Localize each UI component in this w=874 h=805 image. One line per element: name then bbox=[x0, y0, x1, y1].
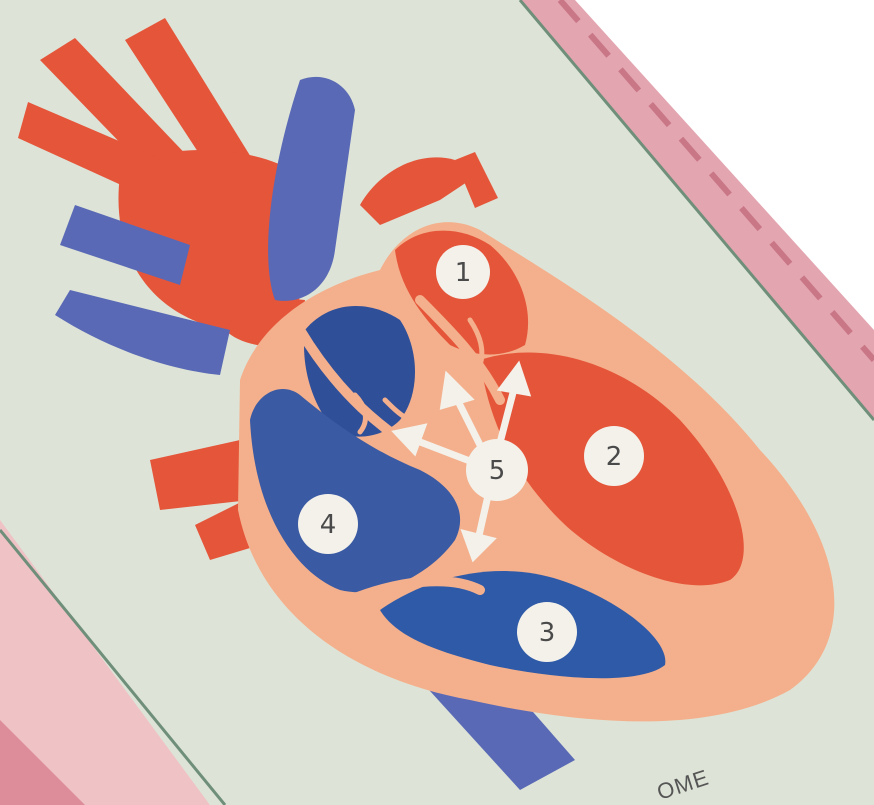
marker-5-label: 5 bbox=[489, 456, 506, 486]
marker-2: 2 bbox=[584, 426, 644, 486]
marker-5: 5 bbox=[466, 439, 528, 501]
marker-3-label: 3 bbox=[539, 618, 556, 648]
marker-3: 3 bbox=[517, 602, 577, 662]
marker-1-label: 1 bbox=[455, 258, 472, 288]
marker-4: 4 bbox=[298, 494, 358, 554]
marker-1: 1 bbox=[436, 245, 490, 299]
marker-2-label: 2 bbox=[606, 442, 623, 472]
marker-4-label: 4 bbox=[320, 510, 337, 540]
